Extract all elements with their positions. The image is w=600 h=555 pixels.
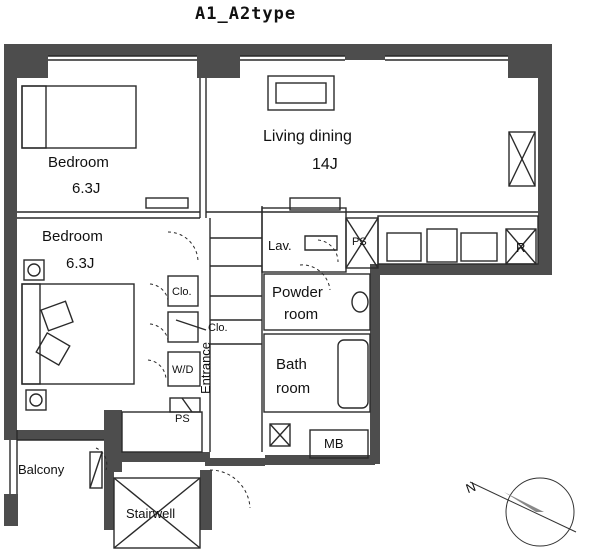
bedroom-main-size: 6.3J (66, 255, 95, 272)
closet-label-1: Clo. (172, 286, 192, 298)
plan-title: A1_A2type (195, 4, 297, 24)
refrigerator-label: R (516, 240, 526, 255)
powder-room-label-2: room (284, 306, 319, 323)
entrance-label: Entrance (198, 341, 213, 394)
living-dining-label: Living dining (263, 128, 352, 145)
pipe-space-label-1: PS (352, 236, 367, 248)
bath-room-label-2: room (276, 380, 311, 397)
bedroom-top-size: 6.3J (72, 180, 101, 197)
interior-lines (9, 55, 539, 549)
living-dining-size: 14J (312, 156, 338, 173)
powder-room-label-1: Powder (272, 284, 323, 301)
bedroom-top-label: Bedroom (48, 154, 109, 171)
balcony-label: Balcony (18, 462, 65, 477)
bath-room-label-1: Bath (276, 356, 307, 373)
door-swings (95, 231, 339, 509)
pipe-space-label-2: PS (175, 413, 190, 425)
washer-dryer-label: W/D (172, 364, 194, 376)
walls (4, 44, 552, 530)
meter-box-label: MB (324, 436, 344, 451)
closet-label-2: Clo. (208, 322, 228, 334)
lavatory-label: Lav. (268, 238, 292, 253)
bedroom-main-label: Bedroom (42, 228, 103, 245)
compass (469, 477, 577, 547)
stairwell-label: Stairwell (126, 506, 176, 521)
